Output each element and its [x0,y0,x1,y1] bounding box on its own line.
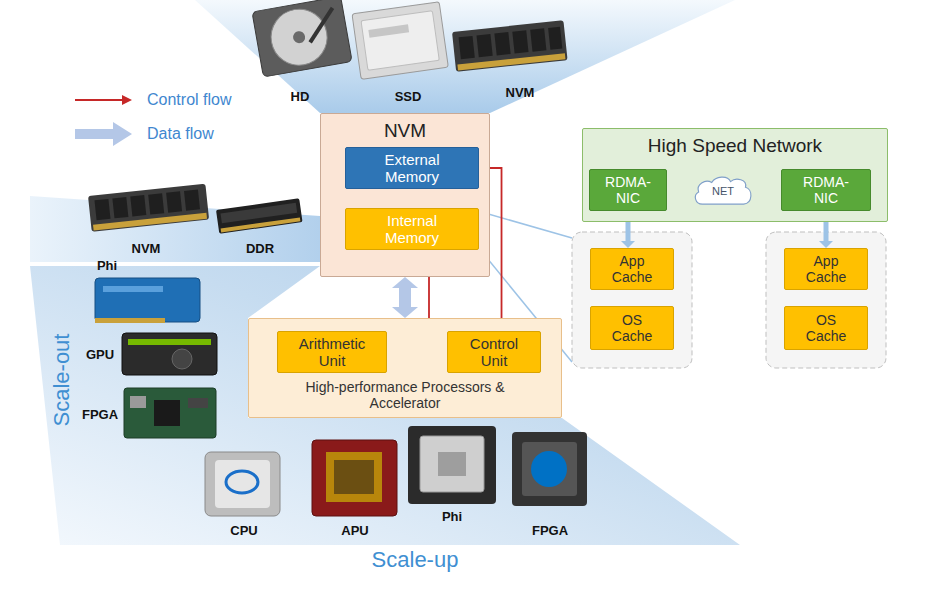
part-name: GPU [86,348,114,362]
cache-box: App Cache [590,248,674,290]
box-label: External Memory [372,151,452,186]
part-name: NVM [132,242,161,256]
box-label: Internal Memory [372,212,452,247]
box-title: High-performance Processors & Accelerato… [305,379,505,411]
box-label: RDMA-NIC [600,174,656,206]
nic-box: RDMA-NIC [781,169,871,211]
zoom-line [478,211,572,238]
unit-box: Arithmetic Unit [277,331,387,373]
part-name: DDR [246,242,274,256]
phi-card-picture [95,278,200,323]
processor-box: High-performance Processors & Accelerato… [248,318,562,418]
ddr-module-picture [216,198,303,233]
nvm-module-picture [452,20,568,71]
ssd-picture [352,2,448,80]
part-name: NVM [506,86,535,100]
memory-box: NVM External MemoryInternal Memory [320,113,490,277]
fpga-chip-picture [512,432,587,506]
box-label: Arithmetic Unit [292,335,372,370]
network-cloud: NET [693,175,753,207]
control-flow-sample [75,95,132,105]
phi-chip-picture [408,426,496,504]
part-name: APU [341,524,368,538]
box-label: OS Cache [801,312,851,344]
cache-box: OS Cache [784,306,868,350]
part-name: CPU [230,524,257,538]
cpu-chip-picture [205,452,280,516]
part-name: SSD [395,90,422,104]
cache-box: OS Cache [590,306,674,350]
part-name: Phi [442,510,462,524]
box-title: High Speed Network [583,135,887,157]
box-label: NET [712,185,734,198]
data-flow-arrow [399,288,411,307]
hard-disk-picture [252,0,352,77]
cache-group [766,232,886,368]
box-title: NVM [321,120,489,142]
memory-box: External Memory [345,147,479,189]
apu-chip-picture [312,440,397,516]
part-name: FPGA [82,408,118,422]
box-label: OS Cache [607,312,657,344]
cache-group [572,232,692,368]
box-label: App Cache [801,253,851,285]
unit-box: Control Unit [447,331,541,373]
gpu-card-picture [122,333,217,375]
box-label: App Cache [607,253,657,285]
legend-text: Data flow [147,125,214,143]
box-label: RDMA-NIC [798,174,854,206]
cloud-outline [695,177,751,204]
memory-box: Internal Memory [345,208,479,250]
part-name: HD [291,90,310,104]
network-box: High Speed NetworkRDMA-NIC NET RDMA-NIC [582,128,888,222]
fpga-board-picture [124,388,216,438]
part-name: FPGA [532,524,568,538]
part-name: Phi [97,259,117,273]
axis-label: Scale-out [50,334,74,427]
legend-text: Control flow [147,91,231,109]
nic-box: RDMA-NIC [589,169,667,211]
box-label: Control Unit [464,335,524,370]
data-flow-sample [75,122,132,146]
cache-box: App Cache [784,248,868,290]
axis-label: Scale-up [372,548,459,572]
nvm-module-picture [88,184,209,232]
processor-region [30,266,740,545]
